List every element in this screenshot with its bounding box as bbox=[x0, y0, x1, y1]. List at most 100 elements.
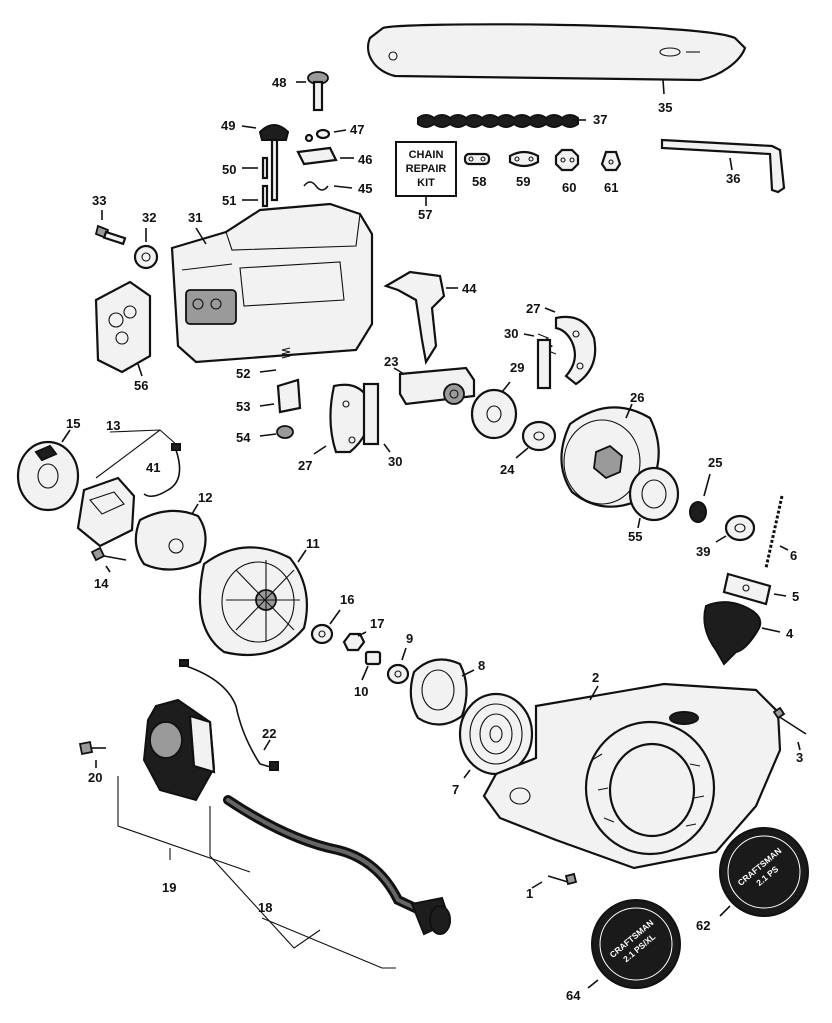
label-25: 25 bbox=[708, 455, 722, 470]
label-24: 24 bbox=[500, 462, 515, 477]
label-15: 15 bbox=[66, 416, 80, 431]
saw-chain bbox=[417, 114, 586, 128]
screw-14 bbox=[90, 546, 127, 573]
link-58 bbox=[463, 152, 491, 166]
clutch-shoe-27-bottom bbox=[313, 383, 372, 455]
ignition-module-12 bbox=[76, 476, 207, 571]
washer-24 bbox=[515, 420, 557, 459]
label-26: 26 bbox=[630, 390, 644, 405]
label-35: 35 bbox=[658, 100, 672, 115]
link-59 bbox=[508, 150, 540, 168]
washer-9 bbox=[386, 647, 410, 685]
nut-54 bbox=[259, 425, 294, 439]
label-7: 7 bbox=[452, 782, 459, 797]
spring-30-top bbox=[523, 333, 557, 390]
starter-housing-2 bbox=[482, 682, 782, 870]
link-61 bbox=[600, 150, 622, 172]
assembly-bracket-13 bbox=[95, 429, 179, 479]
label-45: 45 bbox=[358, 181, 372, 196]
label-50: 50 bbox=[222, 162, 236, 177]
label-60: 60 bbox=[562, 180, 576, 195]
label-13: 13 bbox=[106, 418, 120, 433]
label-49: 49 bbox=[221, 118, 235, 133]
label-20: 20 bbox=[88, 770, 102, 785]
washer-29 bbox=[470, 381, 518, 440]
label-41: 41 bbox=[146, 460, 160, 475]
label-61: 61 bbox=[604, 180, 618, 195]
label-47: 47 bbox=[350, 122, 364, 137]
spark-plug-lead-18 bbox=[223, 795, 452, 936]
spring-30-bottom bbox=[362, 382, 391, 453]
rewind-spring-7 bbox=[458, 692, 534, 779]
label-19: 19 bbox=[162, 880, 176, 895]
label-5: 5 bbox=[792, 589, 799, 604]
link-60 bbox=[554, 148, 580, 172]
decal-64: CRAFTSMAN 2.1 PS/XL bbox=[587, 899, 681, 989]
label-18: 18 bbox=[258, 900, 272, 915]
label-48: 48 bbox=[272, 75, 286, 90]
label-31: 31 bbox=[188, 210, 202, 225]
cable-6 bbox=[764, 495, 789, 569]
kit-line-2: REPAIR bbox=[406, 163, 447, 175]
label-22: 22 bbox=[262, 726, 276, 741]
label-27b: 27 bbox=[298, 458, 312, 473]
pin-50 bbox=[242, 156, 269, 180]
insert-5 bbox=[722, 572, 787, 606]
block-53 bbox=[259, 378, 302, 414]
ignition-plate-15 bbox=[16, 429, 80, 512]
label-52: 52 bbox=[236, 366, 250, 381]
sprocket-55 bbox=[628, 466, 680, 529]
spring-52 bbox=[259, 347, 291, 373]
label-1: 1 bbox=[526, 886, 533, 901]
label-14: 14 bbox=[94, 576, 109, 591]
label-32: 32 bbox=[142, 210, 156, 225]
label-29: 29 bbox=[510, 360, 524, 375]
label-9: 9 bbox=[406, 631, 413, 646]
bar-knob bbox=[241, 124, 290, 202]
label-36: 36 bbox=[726, 171, 740, 186]
bracket-lines-18-19 bbox=[117, 776, 396, 969]
starter-pulley-8 bbox=[409, 658, 475, 726]
label-33: 33 bbox=[92, 193, 106, 208]
oiler-knob bbox=[296, 71, 329, 112]
kit-line-1: CHAIN bbox=[409, 149, 444, 161]
chassis-housing bbox=[170, 202, 374, 364]
label-51: 51 bbox=[222, 193, 236, 208]
wire-41 bbox=[143, 443, 181, 498]
label-37: 37 bbox=[593, 112, 607, 127]
plate-46 bbox=[296, 146, 354, 166]
spring-45 bbox=[303, 181, 353, 191]
label-8: 8 bbox=[478, 658, 485, 673]
throttle-trigger bbox=[383, 270, 458, 365]
label-64: 64 bbox=[566, 988, 581, 1003]
needle-bearing-25 bbox=[689, 473, 711, 523]
label-53: 53 bbox=[236, 399, 250, 414]
coil-assembly-19 bbox=[142, 698, 216, 802]
screw-3 bbox=[772, 706, 807, 751]
label-4: 4 bbox=[786, 626, 794, 641]
hex-wrench bbox=[660, 138, 786, 194]
label-58: 58 bbox=[472, 174, 486, 189]
bolt-33 bbox=[94, 210, 127, 246]
label-30a: 30 bbox=[504, 326, 518, 341]
guide-bar bbox=[367, 23, 747, 95]
kit-line-3: KIT bbox=[417, 177, 435, 189]
pin-51 bbox=[242, 184, 269, 208]
label-44: 44 bbox=[462, 281, 477, 296]
label-27a: 27 bbox=[526, 301, 540, 316]
label-57: 57 bbox=[418, 207, 432, 222]
label-30b: 30 bbox=[388, 454, 402, 469]
washer-32 bbox=[133, 228, 159, 270]
label-16: 16 bbox=[340, 592, 354, 607]
washer-16 bbox=[310, 609, 341, 645]
clutch-shoe-27-top bbox=[544, 307, 597, 386]
label-12: 12 bbox=[198, 490, 212, 505]
side-plate-56 bbox=[94, 280, 152, 377]
nut-17 bbox=[342, 631, 367, 652]
label-55: 55 bbox=[628, 529, 642, 544]
label-39: 39 bbox=[696, 544, 710, 559]
oil-pump-23 bbox=[393, 366, 476, 406]
label-23: 23 bbox=[384, 354, 398, 369]
screw-47 bbox=[304, 128, 347, 143]
